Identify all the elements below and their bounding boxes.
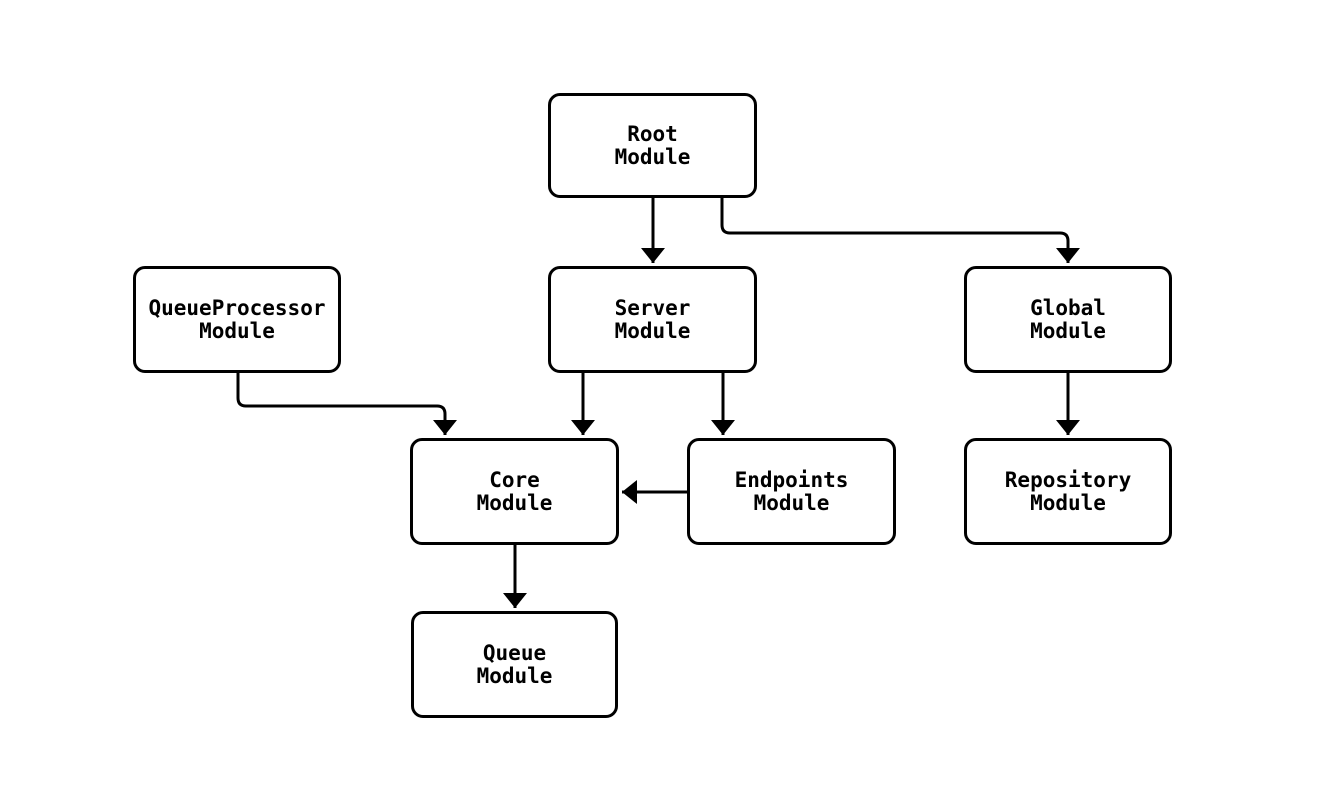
node-queueprocessor-module-label-line1: QueueProcessor [148,295,326,320]
node-endpoints-module-label-line2: Module [753,490,830,515]
node-core-module-label-line1: Core [489,467,540,492]
node-root-module-label-line1: Root [627,121,678,146]
node-core-module-label-line2: Module [476,490,553,515]
node-repository-module: Repository Module [964,438,1172,545]
node-endpoints-module: Endpoints Module [687,438,896,545]
node-server-module-label-line2: Module [614,318,691,343]
node-global-module: Global Module [964,266,1172,373]
node-queue-module: Queue Module [411,611,618,718]
node-queue-module-label-line2: Module [476,663,553,688]
node-root-module: Root Module [548,93,757,198]
node-repository-module-label-line1: Repository [1004,467,1132,492]
node-server-module: Server Module [548,266,757,373]
node-global-module-label-line1: Global [1030,295,1106,320]
node-queueprocessor-module-label-line2: Module [199,318,275,343]
node-queue-module-label-line1: Queue [482,640,547,665]
node-global-module-label-line2: Module [1030,318,1106,343]
edge-queueprocessor-to-core [236,373,457,435]
edge-root-to-global [720,198,1080,263]
node-queueprocessor-module: QueueProcessor Module [133,266,341,373]
node-server-module-label-line1: Server [614,295,691,320]
node-core-module: Core Module [410,438,619,545]
node-root-module-label-line2: Module [614,144,691,169]
node-endpoints-module-label-line1: Endpoints [734,467,849,492]
node-repository-module-label-line2: Module [1030,490,1106,515]
